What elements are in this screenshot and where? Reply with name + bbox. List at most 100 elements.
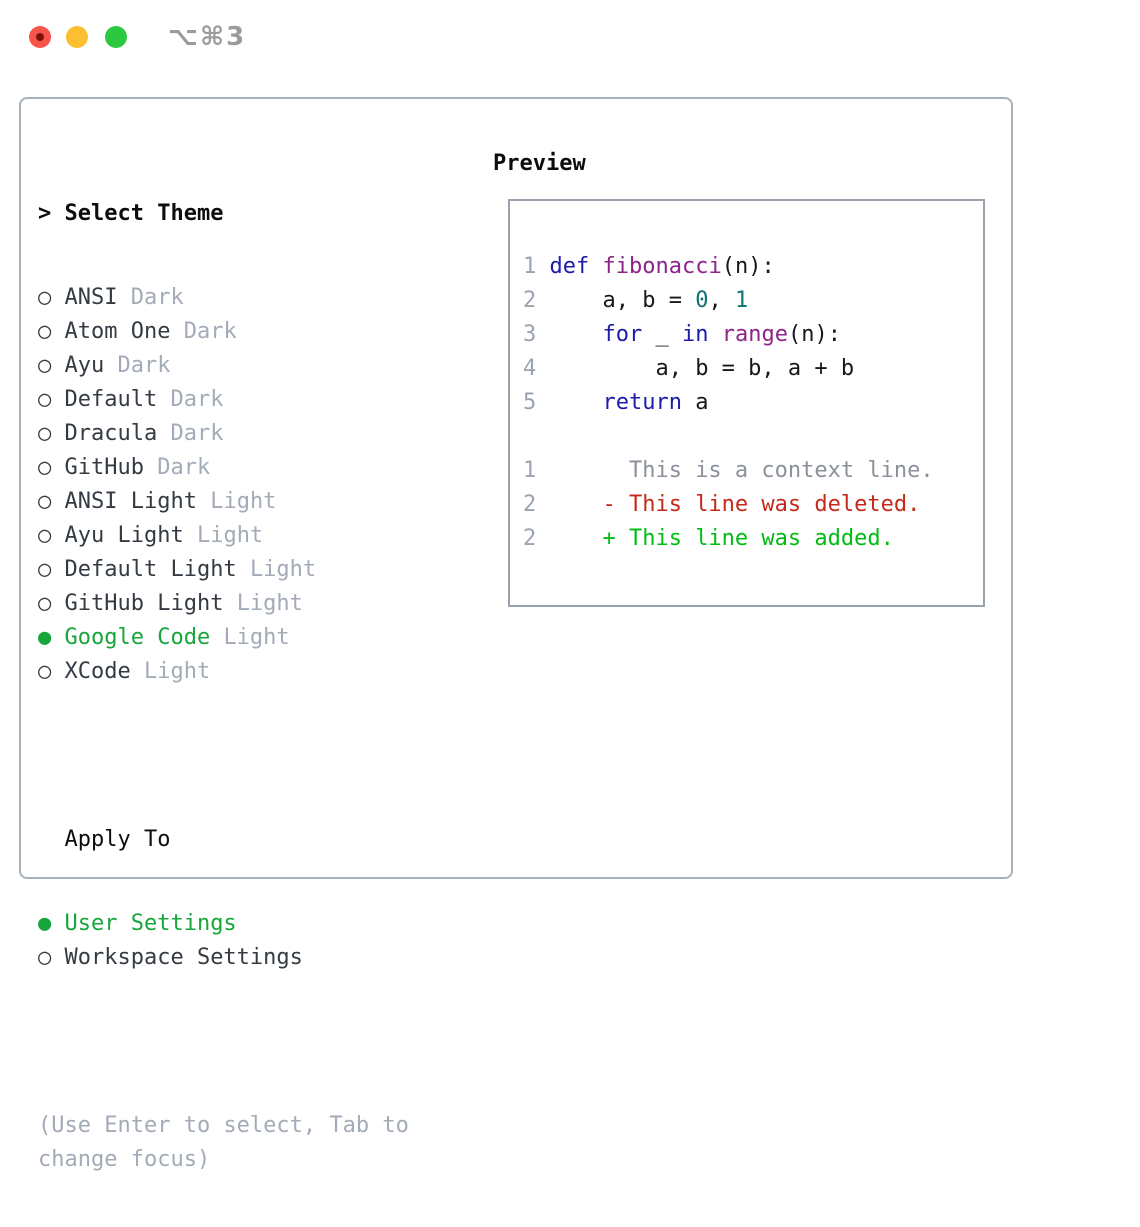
- code-token: a, b =: [536, 288, 696, 313]
- code-token: (n):: [787, 322, 841, 347]
- code-token: - This line was deleted.: [536, 492, 921, 517]
- code-token: for: [602, 322, 643, 347]
- line-number: 3: [523, 322, 537, 347]
- maximize-button[interactable]: [105, 26, 127, 48]
- apply-option-user-settings[interactable]: ● User Settings: [38, 907, 409, 941]
- theme-variant: Dark: [157, 455, 211, 480]
- theme-option-ansi[interactable]: ○ ANSI Dark: [38, 281, 409, 315]
- theme-name: Atom One: [51, 319, 184, 344]
- theme-variant: Light: [223, 625, 290, 650]
- close-dot-icon: [36, 33, 44, 41]
- radio-unselected-icon: ○: [38, 387, 52, 412]
- theme-option-github[interactable]: ○ GitHub Dark: [38, 451, 409, 485]
- code-token: a, b = b, a + b: [536, 356, 855, 381]
- radio-unselected-icon: ○: [38, 557, 52, 582]
- code-token: 0: [695, 288, 709, 313]
- theme-list: ○ ANSI Dark○ Atom One Dark○ Ayu Dark○ De…: [38, 281, 409, 689]
- code-token: def: [549, 254, 590, 279]
- theme-option-default[interactable]: ○ Default Dark: [38, 383, 409, 417]
- theme-name: Dracula: [51, 421, 171, 446]
- theme-variant: Light: [143, 659, 211, 684]
- theme-option-atom-one[interactable]: ○ Atom One Dark: [38, 315, 409, 349]
- code-token: range: [721, 322, 788, 347]
- radio-unselected-icon: ○: [38, 353, 52, 378]
- theme-variant: Dark: [170, 421, 224, 446]
- radio-unselected-icon: ○: [38, 659, 52, 684]
- code-token: [708, 322, 721, 347]
- theme-option-google-code[interactable]: ● Google Code Light: [38, 621, 409, 655]
- code-token: (n):: [721, 254, 775, 279]
- radio-unselected-icon: ○: [38, 945, 52, 970]
- code-token: This is a context line.: [536, 458, 934, 483]
- theme-name: Ayu Light: [51, 523, 197, 548]
- radio-unselected-icon: ○: [38, 591, 52, 616]
- radio-selected-icon: ●: [38, 625, 52, 650]
- theme-name: ANSI Light: [51, 489, 211, 514]
- radio-unselected-icon: ○: [38, 285, 52, 310]
- apply-to-list: ● User Settings○ Workspace Settings: [38, 907, 409, 975]
- theme-variant: Dark: [130, 285, 184, 310]
- spacer: [38, 739, 409, 773]
- code-token: in: [681, 322, 709, 347]
- radio-unselected-icon: ○: [38, 319, 52, 344]
- help-line: (Use Enter to select, Tab to: [38, 1113, 409, 1138]
- select-theme-header: > Select Theme: [38, 197, 409, 231]
- theme-name: GitHub: [51, 455, 158, 480]
- spacer: [38, 1025, 409, 1059]
- theme-variant: Light: [196, 523, 264, 548]
- theme-name: Default Light: [51, 557, 250, 582]
- theme-name: Google Code: [51, 625, 224, 650]
- apply-to-title: Apply To: [64, 827, 171, 852]
- line-number: 5: [523, 390, 537, 415]
- code-token: return: [602, 390, 682, 415]
- radio-unselected-icon: ○: [38, 489, 52, 514]
- radio-unselected-icon: ○: [38, 523, 52, 548]
- preview-header: Preview: [493, 151, 586, 176]
- theme-option-xcode[interactable]: ○ XCode Light: [38, 655, 409, 689]
- theme-variant: Dark: [117, 353, 171, 378]
- theme-variant: Light: [210, 489, 277, 514]
- code-token: [589, 254, 602, 279]
- theme-name: Default: [51, 387, 171, 412]
- prompt-icon: >: [38, 201, 52, 226]
- apply-option-label: Workspace Settings: [51, 945, 303, 970]
- line-number: 4: [523, 356, 537, 381]
- theme-option-ayu[interactable]: ○ Ayu Dark: [38, 349, 409, 383]
- theme-name: Ayu: [51, 353, 118, 378]
- titlebar: ⌥⌘3: [0, 0, 1140, 74]
- code-token: [536, 254, 549, 279]
- theme-name: GitHub Light: [51, 591, 237, 616]
- code-token: + This line was added.: [536, 526, 894, 551]
- line-number: 2: [523, 492, 537, 517]
- window-title: ⌥⌘3: [168, 22, 247, 52]
- code-token: 1: [734, 288, 749, 313]
- theme-picker-panel: > Select Theme ○ ANSI Dark○ Atom One Dar…: [19, 97, 1013, 1172]
- help-text: (Use Enter to select, Tab to change focus…: [38, 1109, 409, 1177]
- theme-option-ayu-light[interactable]: ○ Ayu Light Light: [38, 519, 409, 553]
- radio-unselected-icon: ○: [38, 421, 52, 446]
- help-line: change focus): [38, 1147, 211, 1172]
- theme-option-default-light[interactable]: ○ Default Light Light: [38, 553, 409, 587]
- theme-picker-left-column: > Select Theme ○ ANSI Dark○ Atom One Dar…: [38, 147, 409, 1227]
- code-token: ,: [708, 288, 735, 313]
- theme-variant: Light: [249, 557, 317, 582]
- code-token: [536, 390, 602, 415]
- theme-option-ansi-light[interactable]: ○ ANSI Light Light: [38, 485, 409, 519]
- close-button[interactable]: [29, 26, 51, 48]
- radio-selected-icon: ●: [38, 911, 52, 936]
- code-token: _: [642, 322, 682, 347]
- minimize-button[interactable]: [66, 26, 88, 48]
- line-number: 1: [523, 458, 537, 483]
- theme-name: XCode: [51, 659, 144, 684]
- app-window: ⌥⌘3 > Select Theme ○ ANSI Dark○ Atom One…: [0, 0, 1140, 1172]
- theme-option-dracula[interactable]: ○ Dracula Dark: [38, 417, 409, 451]
- line-number: 2: [523, 288, 537, 313]
- line-number: 2: [523, 526, 537, 551]
- select-theme-title: Select Theme: [64, 201, 224, 226]
- apply-option-workspace-settings[interactable]: ○ Workspace Settings: [38, 941, 409, 975]
- code-preview: 1 def fibonacci(n): 2 a, b = 0, 1 3 for …: [510, 201, 983, 556]
- theme-variant: Dark: [183, 319, 237, 344]
- theme-option-github-light[interactable]: ○ GitHub Light Light: [38, 587, 409, 621]
- apply-option-label: User Settings: [51, 911, 237, 936]
- theme-variant: Light: [236, 591, 303, 616]
